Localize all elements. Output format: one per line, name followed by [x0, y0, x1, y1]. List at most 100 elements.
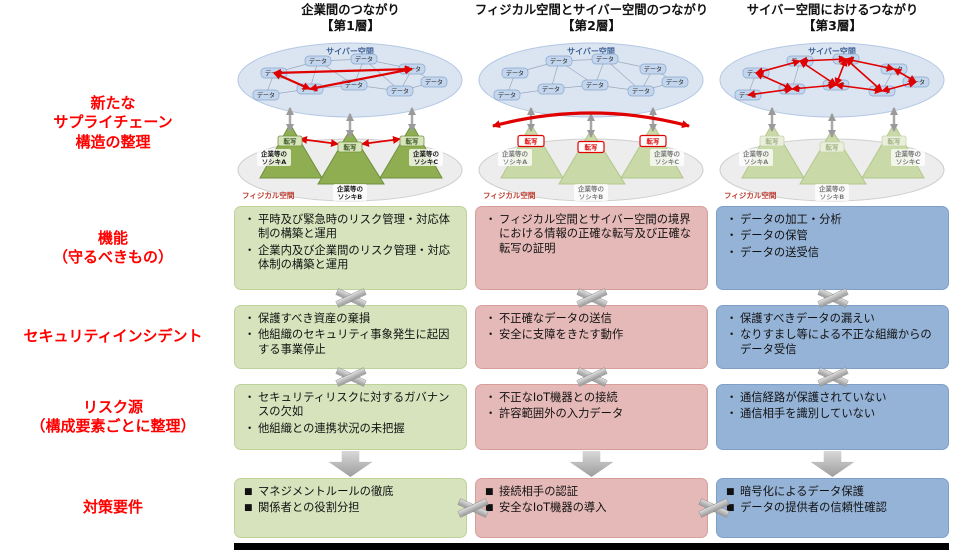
data-node-label: データ	[391, 87, 409, 95]
column-title-text: フィジカル空間とサイバー空間のつながり	[474, 3, 709, 17]
org-label: 企業等の	[742, 149, 770, 158]
org-label: 企業等の	[412, 149, 440, 158]
transcription-label-box	[759, 135, 785, 147]
data-node-label: データ	[586, 81, 604, 89]
row-label-risk: リスク源 （構成要素ごとに整理）	[30, 397, 196, 436]
data-node-label: データ	[425, 78, 443, 86]
bottom-divider-bar	[234, 543, 949, 550]
bullet-item: 他組織のセキュリティ事象発生に起因する事業停止	[244, 328, 457, 357]
incident-box-layer3: 保護すべきデータの漏えいなりすまし等による不正な組織からのデータ受信	[716, 305, 949, 369]
bullet-item: 不正確なデータの送信	[485, 312, 698, 326]
physical-space-label: フィジカル空間	[242, 190, 295, 200]
transcription-label-box	[277, 135, 303, 147]
bullet-item: 関係者との役割分担	[244, 501, 457, 515]
data-node-label: データ	[355, 55, 373, 63]
cross-connector	[818, 289, 848, 307]
layer1-structure-diagram: サイバー空間企業等のソシキA企業等のソシキB企業等のソシキCフィジカル空間データ…	[237, 42, 463, 202]
red-link	[881, 79, 917, 94]
red-link	[834, 58, 848, 86]
cross-connector	[458, 499, 488, 517]
column-layer-text: 【第1層】	[320, 18, 381, 34]
data-node	[493, 89, 521, 101]
bullet-list: 接続相手の認証安全なIoT機器の導入	[485, 485, 698, 516]
column-title-layer1: 企業間のつながり 【第1層】	[234, 0, 467, 40]
bullet-list: 不正なIoT機器との接続許容範囲外の入力データ	[485, 391, 698, 422]
red-link	[299, 135, 339, 148]
cross-connector	[577, 368, 607, 386]
org-label: 企業等の	[894, 149, 922, 158]
transcription-label: 転写	[406, 136, 420, 145]
transcription-label: 転写	[525, 136, 539, 145]
down-arrow	[328, 451, 373, 477]
transcription-label: 転写	[766, 136, 780, 145]
data-node	[350, 53, 378, 65]
data-node-label: データ	[596, 55, 614, 63]
measures-box-layer3: 暗号化によるデータ保護データの提供者の信頼性確認	[716, 478, 949, 538]
org-label: 企業等の	[260, 149, 288, 158]
cross-connector	[336, 368, 366, 386]
red-link	[791, 81, 837, 93]
bullet-item: 保護すべきデータの漏えい	[726, 312, 939, 326]
red-link	[747, 85, 793, 99]
data-node-label: データ	[257, 91, 275, 99]
bullet-item: 平時及び緊急時のリスク管理・対応体制の構築と運用	[244, 213, 457, 242]
risk-box-layer1: セキュリティリスクに対するガバナンスの欠如他組織との連携状況の未把握	[234, 384, 467, 450]
transcription-label-box	[337, 141, 363, 153]
red-link	[273, 71, 311, 91]
red-link	[799, 60, 837, 86]
data-node-label: データ	[542, 85, 560, 93]
org-label: 企業等の	[336, 184, 364, 193]
physical-space-label: フィジカル空間	[724, 190, 777, 200]
cyber-space-label: サイバー空間	[567, 46, 615, 56]
row-label-structure: 新たな サプライチェーン 構造の整理	[53, 93, 173, 151]
layer3-structure-diagram: サイバー空間企業等のソシキA企業等のソシキB企業等のソシキCフィジカル空間データ…	[719, 42, 945, 202]
row-label-measures: 対策要件	[82, 498, 143, 517]
bullet-item: データの加工・分析	[726, 213, 939, 227]
physical-space-label: フィジカル空間	[483, 190, 536, 200]
bullet-item: 安全に支障をきたす動作	[485, 328, 698, 342]
transcription-label-box	[639, 134, 667, 148]
measures-box-layer2: 接続相手の認証安全なIoT機器の導入	[475, 478, 708, 538]
red-link	[893, 68, 917, 83]
org-label-bg	[650, 149, 684, 166]
bullet-item: 不正なIoT機器との接続	[485, 391, 698, 405]
risk-box-layer2: 不正なIoT機器との接続許容範囲外の入力データ	[475, 384, 708, 450]
org-label: 企業等の	[501, 149, 529, 158]
bullet-list: マネジメントルールの徹底関係者との役割分担	[244, 485, 457, 516]
data-node-label: データ	[873, 87, 891, 95]
org-label: ソシキA	[744, 158, 769, 166]
org-label: ソシキB	[338, 193, 363, 201]
transcription-arc	[492, 111, 690, 129]
org-label: 企業等の	[653, 149, 681, 158]
function-box-layer1: 平時及び緊急時のリスク管理・対応体制の構築と運用企業内及び企業間のリスク管理・対…	[234, 206, 467, 290]
data-node	[627, 85, 655, 97]
data-node-label: データ	[506, 69, 524, 77]
bullet-item: なりすまし等による不正な組織からのデータ受信	[726, 328, 939, 357]
transcription-label-box	[881, 135, 907, 147]
bullet-item: 企業内及び企業間のリスク管理・対応体制の構築と運用	[244, 244, 457, 273]
column-title-text: サイバー空間におけるつながり	[746, 3, 919, 17]
column-title-layer2: フィジカル空間とサイバー空間のつながり 【第2層】	[475, 0, 708, 40]
org-label-bg	[574, 184, 608, 201]
cross-connector	[699, 499, 729, 517]
row-label-function: 機能 （守るべきもの）	[52, 228, 173, 267]
cyber-space-label: サイバー空間	[326, 46, 374, 56]
transcription-label-box	[819, 141, 845, 153]
bullet-item: マネジメントルールの徹底	[244, 485, 457, 499]
column-title-layer3: サイバー空間におけるつながり 【第3層】	[716, 0, 949, 40]
transcription-label: 転写	[585, 142, 599, 151]
transcription-label: 転写	[344, 142, 358, 151]
bullet-item: 暗号化によるデータ保護	[726, 485, 939, 499]
spacer	[0, 450, 226, 478]
bullet-list: 保護すべき資産の棄損他組織のセキュリティ事象発生に起因する事業停止	[244, 312, 457, 357]
transcription-label: 転写	[826, 142, 840, 151]
data-node-label: データ	[498, 91, 516, 99]
org-label-bg	[815, 184, 849, 201]
transcription-label: 転写	[888, 136, 902, 145]
data-node-label: データ	[309, 57, 327, 65]
org-label-bg	[891, 149, 925, 166]
